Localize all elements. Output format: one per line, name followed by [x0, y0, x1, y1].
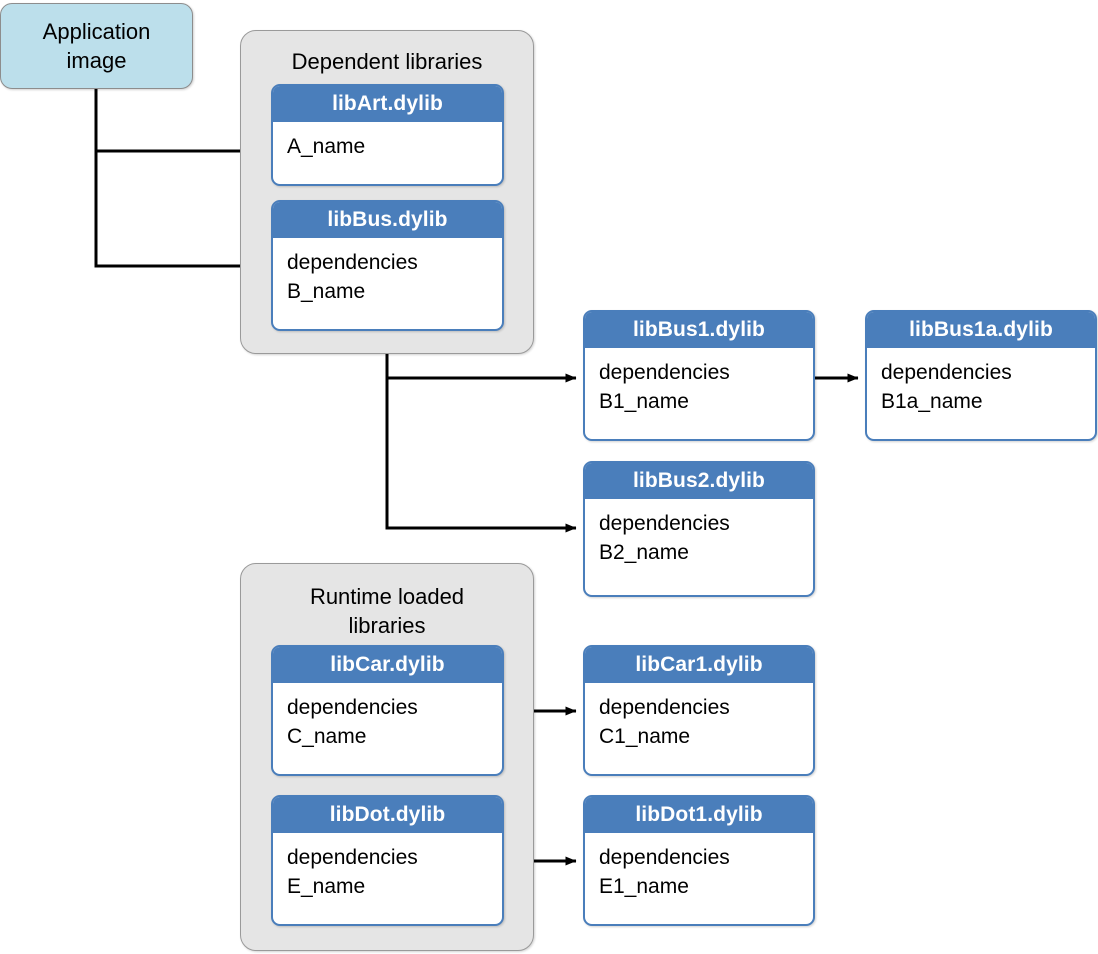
node-libbus1-title: libBus1.dylib	[585, 312, 813, 348]
node-libbus-title: libBus.dylib	[273, 202, 502, 238]
node-libcar-title: libCar.dylib	[273, 647, 502, 683]
edge-app-to-libart	[94, 89, 265, 156]
node-libbus2[interactable]: libBus2.dylib dependencies B2_name	[583, 461, 815, 597]
node-libart-title: libArt.dylib	[273, 86, 502, 122]
group-runtime-loaded-libraries-title: Runtime loaded libraries	[309, 584, 465, 638]
node-libcar-body: dependencies C_name	[273, 683, 502, 751]
node-libdot[interactable]: libDot.dylib dependencies E_name	[271, 795, 504, 926]
edge-app-to-libbus	[94, 89, 265, 271]
node-libbus1-body: dependencies B1_name	[585, 348, 813, 416]
group-dependent-libraries-title: Dependent libraries	[291, 49, 483, 74]
edge-libbus-to-libbus2	[385, 330, 577, 533]
node-libdot1-title: libDot1.dylib	[585, 797, 813, 833]
node-libbus1a-body: dependencies B1a_name	[867, 348, 1095, 416]
node-libcar1-body: dependencies C1_name	[585, 683, 813, 751]
node-libbus2-title: libBus2.dylib	[585, 463, 813, 499]
node-libart-body: A_name	[273, 122, 502, 161]
node-libbus2-body: dependencies B2_name	[585, 499, 813, 567]
node-libdot-title: libDot.dylib	[273, 797, 502, 833]
node-libbus1a[interactable]: libBus1a.dylib dependencies B1a_name	[865, 310, 1097, 441]
node-libart[interactable]: libArt.dylib A_name	[271, 84, 504, 186]
node-application-image[interactable]: Application image	[0, 3, 193, 89]
node-libcar1-title: libCar1.dylib	[585, 647, 813, 683]
node-libbus[interactable]: libBus.dylib dependencies B_name	[271, 200, 504, 331]
node-libcar1[interactable]: libCar1.dylib dependencies C1_name	[583, 645, 815, 776]
application-image-label: Application image	[42, 19, 151, 73]
node-libdot1[interactable]: libDot1.dylib dependencies E1_name	[583, 795, 815, 926]
node-libbus-body: dependencies B_name	[273, 238, 502, 306]
node-libcar[interactable]: libCar.dylib dependencies C_name	[271, 645, 504, 776]
node-libdot-body: dependencies E_name	[273, 833, 502, 901]
node-libdot1-body: dependencies E1_name	[585, 833, 813, 901]
node-libbus1a-title: libBus1a.dylib	[867, 312, 1095, 348]
node-libbus1[interactable]: libBus1.dylib dependencies B1_name	[583, 310, 815, 441]
